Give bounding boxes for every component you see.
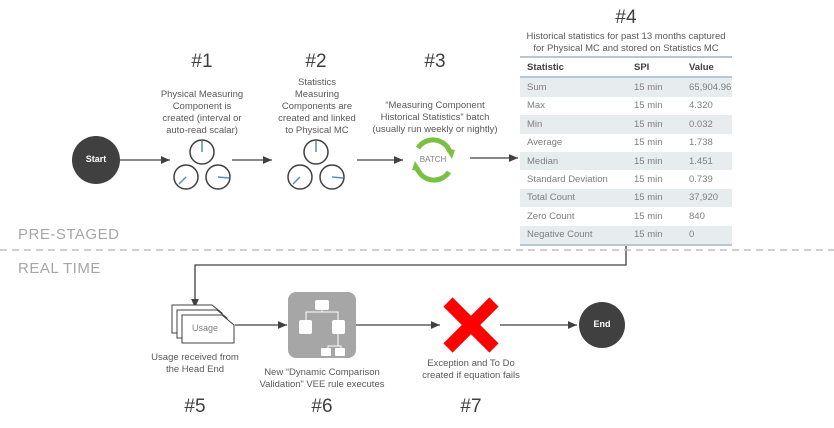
cell-statistic: Standard Deviation: [527, 174, 608, 186]
cell-value: 0.739: [689, 174, 713, 186]
cell-value: 1.451: [682, 151, 732, 171]
cell-value: 840: [689, 210, 705, 222]
cell-spi: 15 min: [627, 77, 682, 97]
step-1-number: #1: [191, 51, 213, 72]
cell-statistic: Median: [520, 151, 627, 171]
step-2-caption: Statistics Measuring Components are crea…: [278, 77, 356, 136]
batch-label: BATCH: [419, 155, 447, 164]
cell-value: 1.738: [689, 137, 713, 149]
dials-icon-1: [173, 139, 231, 190]
usage-document-icon: [171, 304, 235, 344]
start-node: [72, 136, 120, 184]
cell-statistic: Sum: [520, 77, 627, 97]
step-2-number: #2: [305, 51, 327, 72]
table-row: Max 15 min 4.320: [520, 97, 732, 115]
table-row: Zero Count 15 min 840: [520, 207, 732, 225]
cell-value: 37,920: [682, 188, 732, 208]
batch-cycle-icon: [412, 137, 455, 183]
step-5-caption: Usage received from the Head End: [151, 352, 239, 375]
cell-spi: 15 min: [634, 174, 663, 186]
step-4-caption: Historical statistics for past 13 months…: [526, 31, 726, 54]
table-row: Standard Deviation 15 min 0.739: [520, 170, 732, 188]
dials-icon-2: [287, 139, 345, 190]
cell-statistic: Negative Count: [520, 225, 627, 246]
cell-value: 65,904.96: [682, 77, 732, 97]
real-time-label: REAL TIME: [18, 260, 101, 277]
cell-spi: 15 min: [627, 151, 682, 171]
step-3-caption: “Measuring Component Historical Statisti…: [372, 100, 498, 135]
step-7-caption: Exception and To Do created if equation …: [422, 358, 520, 381]
cell-value: 0.032: [682, 115, 732, 134]
cell-statistic: Min: [520, 115, 627, 134]
step-6-number: #6: [311, 396, 333, 417]
table-header: Statistic SPI Value: [520, 55, 732, 79]
cell-value: 0: [682, 225, 732, 246]
step-3-number: #3: [424, 51, 446, 72]
arrow-4-to-5: [191, 241, 627, 308]
end-node: [579, 302, 625, 348]
pre-staged-label: PRE-STAGED: [18, 226, 120, 243]
cell-value: 4.320: [689, 100, 713, 112]
step-4-number: #4: [615, 7, 637, 28]
step-1-caption: Physical Measuring Component is created …: [160, 89, 244, 136]
step-7-number: #7: [460, 396, 482, 417]
cell-spi: 15 min: [627, 188, 682, 208]
start-label: Start: [85, 154, 107, 164]
cell-spi: 15 min: [634, 100, 663, 112]
table-row: Average 15 min 1.738: [520, 134, 732, 152]
cell-spi: 15 min: [634, 137, 663, 149]
cell-spi: 15 min: [627, 115, 682, 134]
cell-statistic: Total Count: [520, 188, 627, 208]
cell-statistic: Average: [527, 137, 563, 149]
cell-statistic: Max: [527, 100, 545, 112]
cell-spi: 15 min: [634, 210, 663, 222]
end-label: End: [593, 319, 611, 329]
cell-statistic: Zero Count: [527, 210, 575, 222]
vee-rule-flowchart-icon: [288, 292, 356, 358]
error-x-icon: [443, 297, 499, 353]
col-statistic: Statistic: [520, 55, 627, 79]
usage-label: Usage: [191, 323, 218, 333]
cell-spi: 15 min: [627, 225, 682, 246]
col-value: Value: [682, 55, 732, 79]
step-5-number: #5: [184, 396, 206, 417]
col-spi: SPI: [627, 55, 682, 79]
step-6-caption: New “Dynamic Comparison Validation” VEE …: [259, 367, 385, 390]
